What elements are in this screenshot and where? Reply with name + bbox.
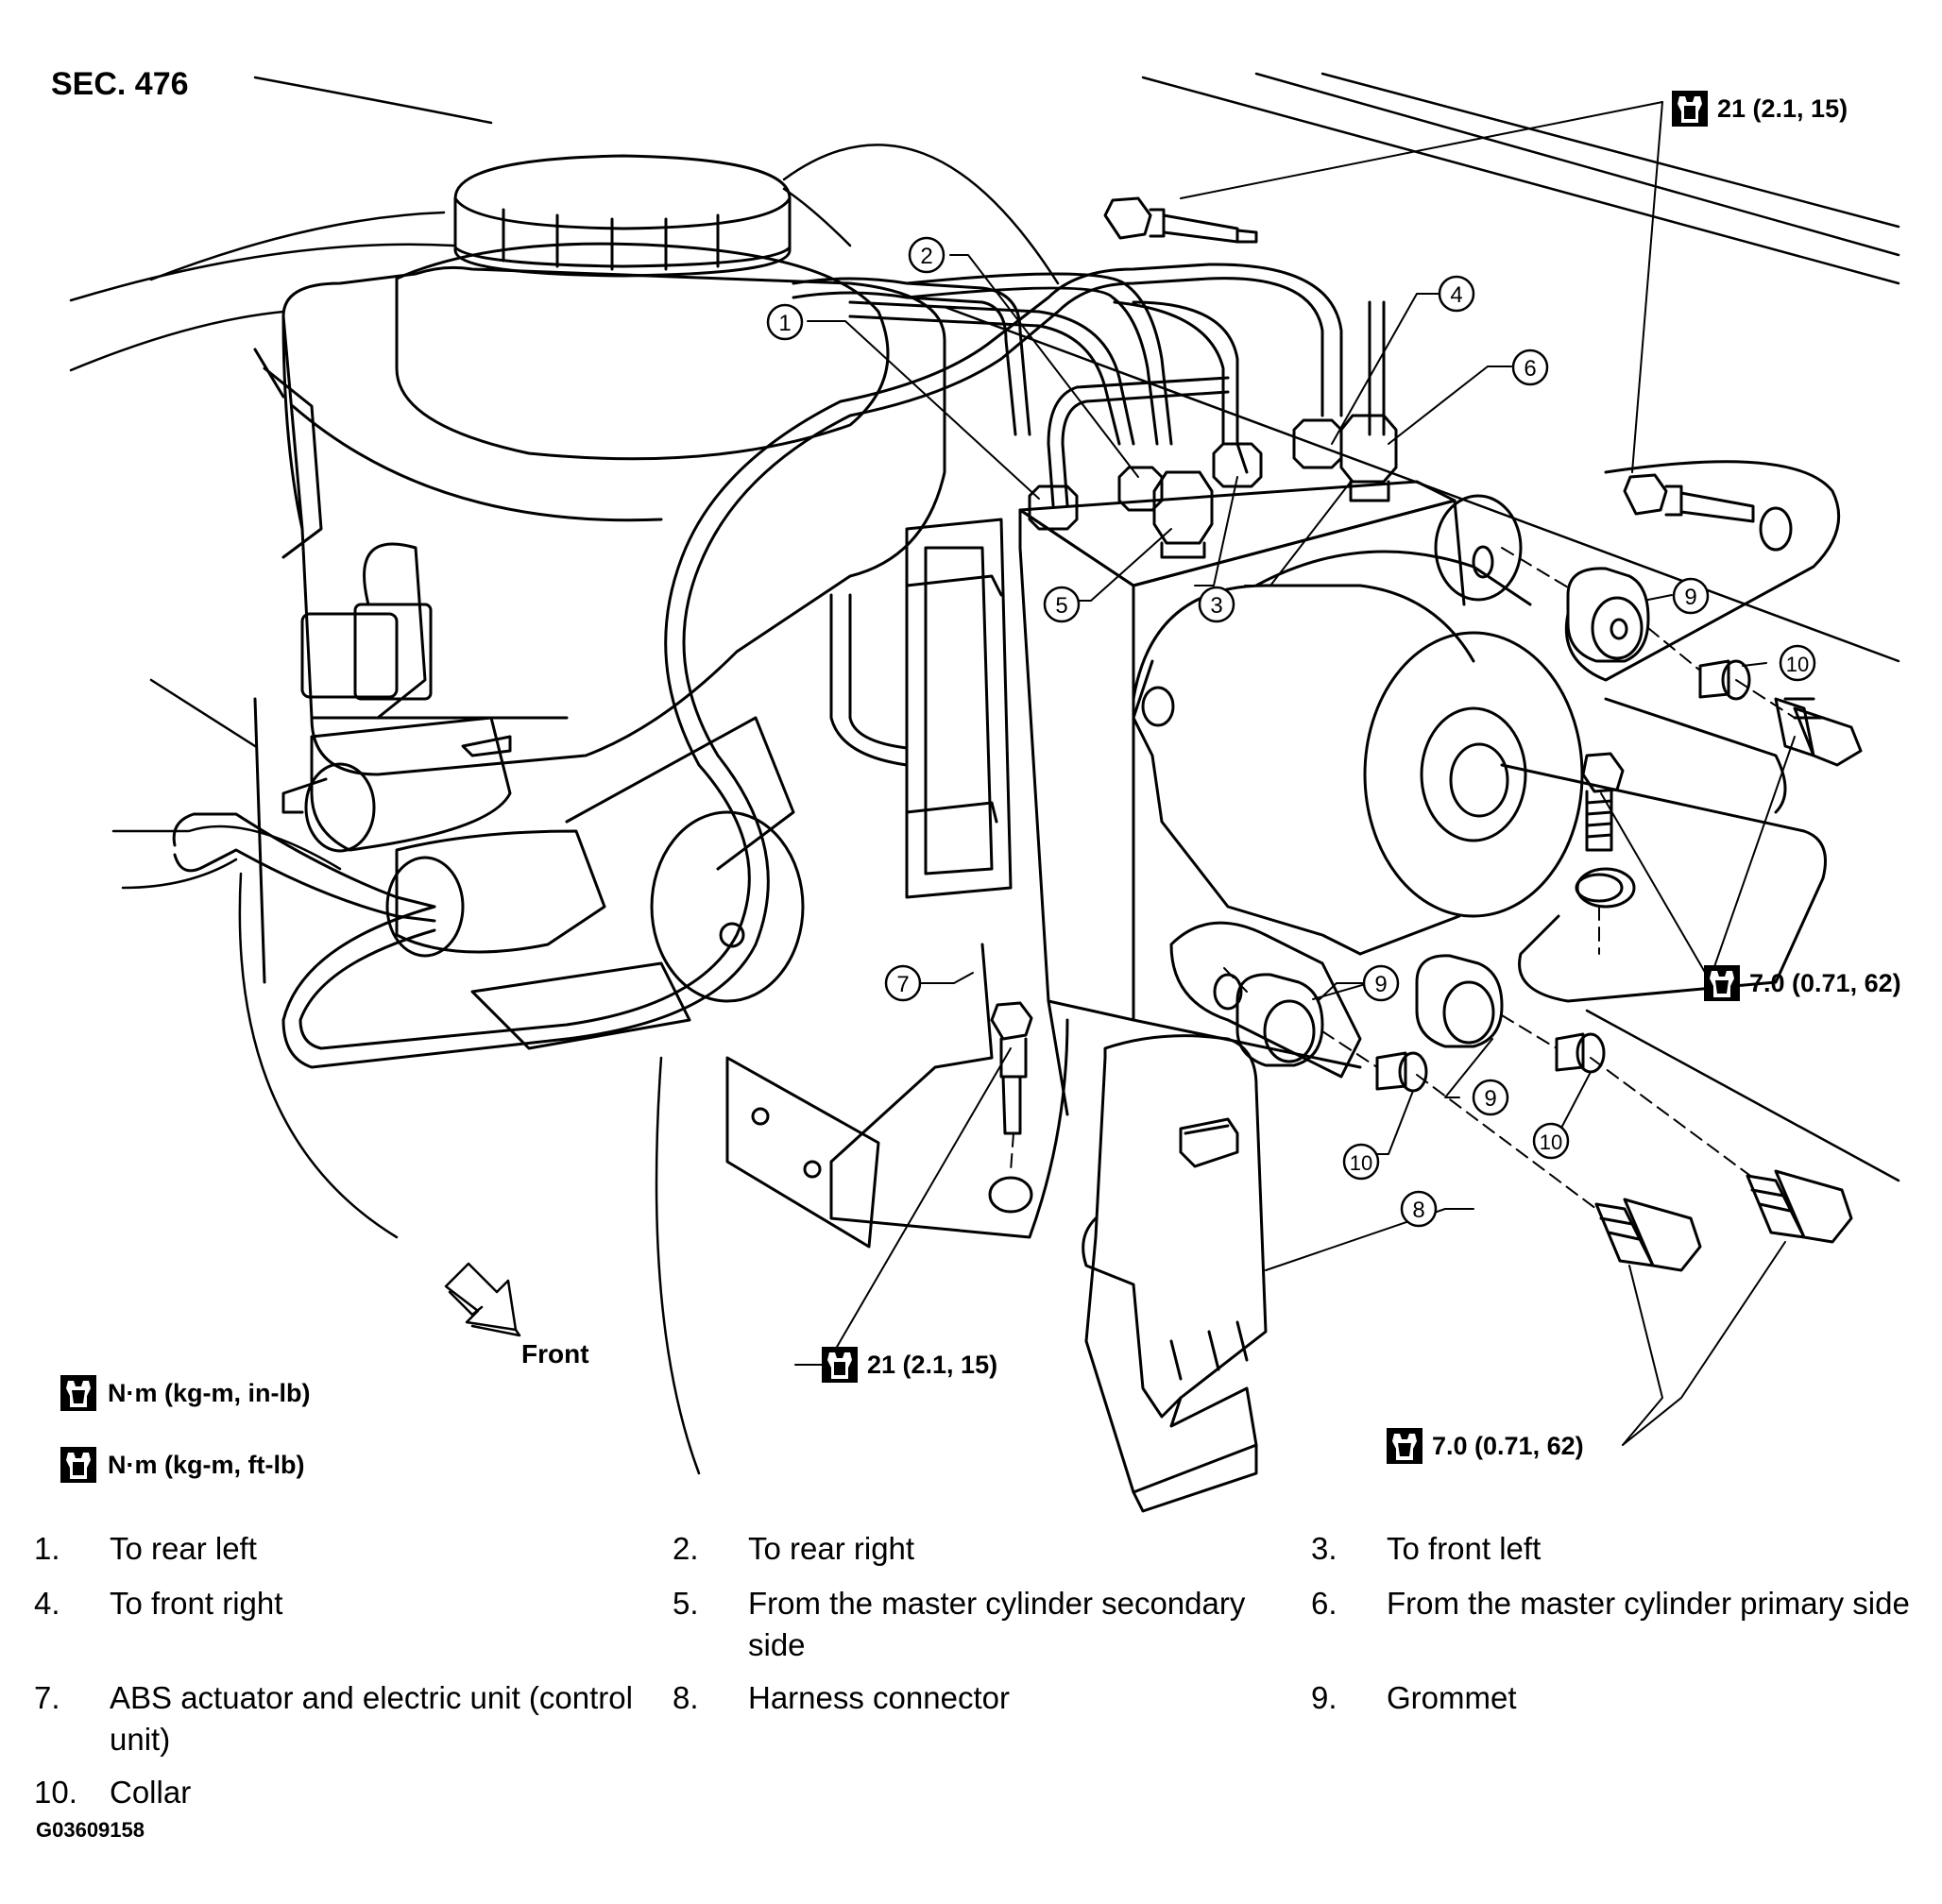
figure-id: G03609158: [36, 1818, 145, 1842]
callout-number: 6: [1524, 356, 1536, 382]
callout-circle: [1472, 1079, 1509, 1116]
part-label: Collar: [110, 1775, 192, 1810]
part-label: From the master cylinder primary side: [1387, 1586, 1910, 1621]
callout-number: 10: [1350, 1151, 1372, 1175]
part-number: 8.: [673, 1680, 699, 1715]
brake-lines: [172, 263, 1386, 1069]
callout-circle: [1342, 1143, 1380, 1181]
legend-ft-lb: N·m (kg-m, ft-lb): [59, 1445, 304, 1485]
front-label: Front: [521, 1339, 589, 1368]
callout-circle: [1198, 586, 1235, 623]
callout-number: 9: [1374, 972, 1387, 997]
legend-text: N·m (kg-m, in-lb): [108, 1378, 311, 1407]
brake-fluid-reservoir: [281, 242, 946, 776]
callout-circle: [1779, 644, 1816, 682]
torque-spec-right-middle: 7.0 (0.71, 62): [1702, 963, 1901, 1003]
part-number: 9.: [1311, 1680, 1337, 1715]
callout-circle: [1532, 1122, 1570, 1160]
callout-number: 10: [1540, 1130, 1562, 1154]
background-lines: [69, 72, 1900, 1475]
part-label: Harness connector: [748, 1680, 1010, 1715]
pump-motor: [1132, 494, 1584, 1079]
callout-circle: [1672, 577, 1710, 615]
part-label: To rear left: [110, 1531, 257, 1566]
torque-spec-top-right: 21 (2.1, 15): [1670, 89, 1848, 128]
torque-wrench-outline-icon: [1672, 91, 1708, 127]
callout-number: 10: [1786, 653, 1809, 676]
torque-value: 7.0 (0.71, 62): [1749, 968, 1901, 997]
callout-circle: [1362, 964, 1400, 1002]
part-label: ABS actuator and electric unit (control …: [110, 1680, 633, 1757]
legend-text: N·m (kg-m, ft-lb): [108, 1450, 305, 1479]
section-label: SEC. 476: [51, 66, 189, 102]
part-number: 3.: [1311, 1531, 1337, 1566]
callout-number: 3: [1210, 593, 1222, 619]
part-number: 4.: [34, 1586, 60, 1621]
part-number: 10.: [34, 1775, 77, 1810]
torque-wrench-filled-icon: [1387, 1428, 1422, 1464]
torque-wrench-outline-icon: [822, 1347, 858, 1383]
part-number: 7.: [34, 1680, 60, 1715]
actuator-bracket: [725, 460, 1841, 1249]
part-number: 2.: [673, 1531, 699, 1566]
part-label: To front right: [110, 1586, 283, 1621]
callout-number: 4: [1450, 282, 1462, 308]
callout-circle: [1438, 275, 1475, 313]
torque-value: 21 (2.1, 15): [867, 1350, 998, 1379]
part-number: 5.: [673, 1586, 699, 1621]
assembly-axes: [1010, 547, 1796, 1210]
callout-circle: [1400, 1190, 1438, 1228]
part-label: Grommet: [1387, 1680, 1517, 1715]
callout-number: 5: [1055, 593, 1067, 619]
torque-value: 7.0 (0.71, 62): [1432, 1431, 1584, 1460]
callout-circle: [766, 303, 804, 341]
master-cylinder: [253, 348, 805, 1050]
callout-number: 9: [1684, 585, 1696, 610]
callout-number: 1: [778, 311, 791, 336]
harness-connector: [1082, 1034, 1268, 1513]
callout-number: 2: [920, 244, 932, 269]
front-arrow-icon: [444, 1262, 521, 1337]
callout-numbers: 1 2 3 4 5 6 7 8 9 9 9 10 10 10: [778, 244, 1809, 1223]
part-label: To front left: [1387, 1531, 1542, 1566]
callout-circle: [884, 964, 922, 1002]
callout-circle: [908, 236, 945, 274]
part-label: From the master cylinder secondary side: [748, 1586, 1246, 1662]
torque-wrench-filled-icon: [1704, 965, 1740, 1001]
torque-spec-bottom-right: 7.0 (0.71, 62): [1385, 1426, 1584, 1466]
torque-value: 21 (2.1, 15): [1717, 94, 1848, 123]
callout-number: 7: [896, 972, 909, 997]
abs-actuator-block: [1018, 480, 1466, 1116]
torque-spec-bottom-center: 21 (2.1, 15): [820, 1345, 997, 1385]
callout-number: 9: [1484, 1086, 1496, 1112]
callout-circle: [1511, 348, 1549, 386]
callout-circles: [766, 236, 1816, 1228]
callout-circle: [1043, 586, 1081, 623]
torque-wrench-outline-icon: [60, 1447, 96, 1483]
callout-number: 8: [1412, 1198, 1424, 1223]
bolts: [990, 196, 1863, 1272]
torque-wrench-filled-icon: [60, 1375, 96, 1411]
legend-in-lb: N·m (kg-m, in-lb): [59, 1373, 310, 1413]
part-label: To rear right: [748, 1531, 915, 1566]
grommets: [1235, 567, 1650, 1067]
part-number: 6.: [1311, 1586, 1337, 1621]
collars: [1375, 659, 1751, 1093]
reservoir-cap: [453, 154, 792, 278]
part-number: 1.: [34, 1531, 60, 1566]
